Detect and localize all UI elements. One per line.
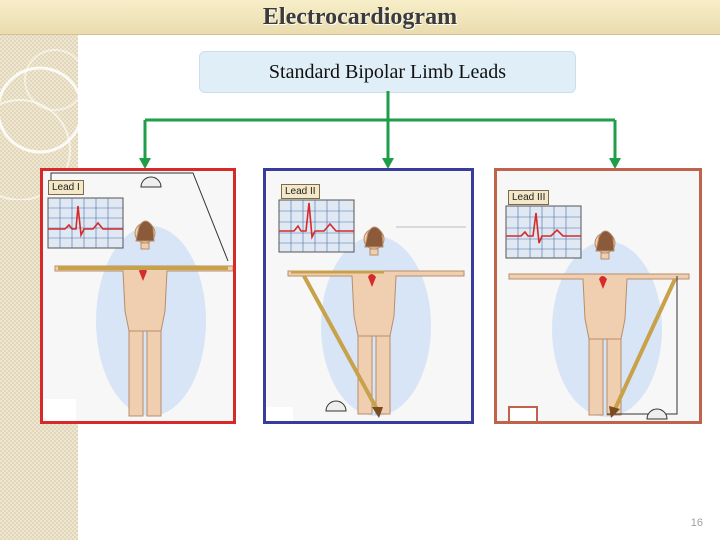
lead-iii-vector bbox=[613, 278, 677, 410]
title-bar: Electrocardiogram bbox=[0, 0, 720, 35]
heart-icon bbox=[599, 276, 607, 289]
lead-iii-ecg-strip bbox=[505, 205, 582, 259]
lead-iii-panel: Lead III bbox=[494, 168, 702, 424]
lead-ii-panel: Lead II bbox=[263, 168, 474, 424]
page-title: Electrocardiogram bbox=[262, 3, 458, 30]
decorative-circles bbox=[0, 49, 86, 200]
lead-ii-illustration bbox=[266, 199, 466, 421]
lead-ii-ecg-strip bbox=[278, 199, 355, 253]
lead-iii-ecg-trace bbox=[506, 212, 581, 244]
lead-ii-label: Lead II bbox=[281, 184, 320, 199]
arrow-head-left bbox=[139, 158, 151, 169]
page-number: 16 bbox=[690, 517, 703, 529]
lead-ii-ecg-trace bbox=[279, 202, 354, 240]
lead-i-illustration bbox=[43, 172, 233, 421]
heart-icon bbox=[139, 268, 147, 281]
lead-i-ecg-trace bbox=[48, 205, 123, 238]
galvanometer-icon bbox=[646, 408, 668, 420]
diagram-subtitle: Standard Bipolar Limb Leads bbox=[268, 60, 507, 83]
lead-i-ecg-strip bbox=[47, 197, 124, 249]
subtitle-box: Standard Bipolar Limb Leads bbox=[199, 51, 576, 93]
lead-i-label: Lead I bbox=[48, 180, 84, 195]
lead-iii-illustration bbox=[505, 205, 690, 421]
lead-i-panel: Lead I bbox=[40, 168, 236, 424]
galvanometer-icon bbox=[140, 176, 162, 188]
lead-ii-vector bbox=[302, 275, 380, 412]
arrow-head-middle bbox=[382, 158, 394, 169]
galvanometer-icon bbox=[325, 400, 347, 412]
arrow-head-right bbox=[609, 158, 621, 169]
heart-icon bbox=[368, 274, 376, 287]
lead-iii-label: Lead III bbox=[508, 190, 550, 205]
